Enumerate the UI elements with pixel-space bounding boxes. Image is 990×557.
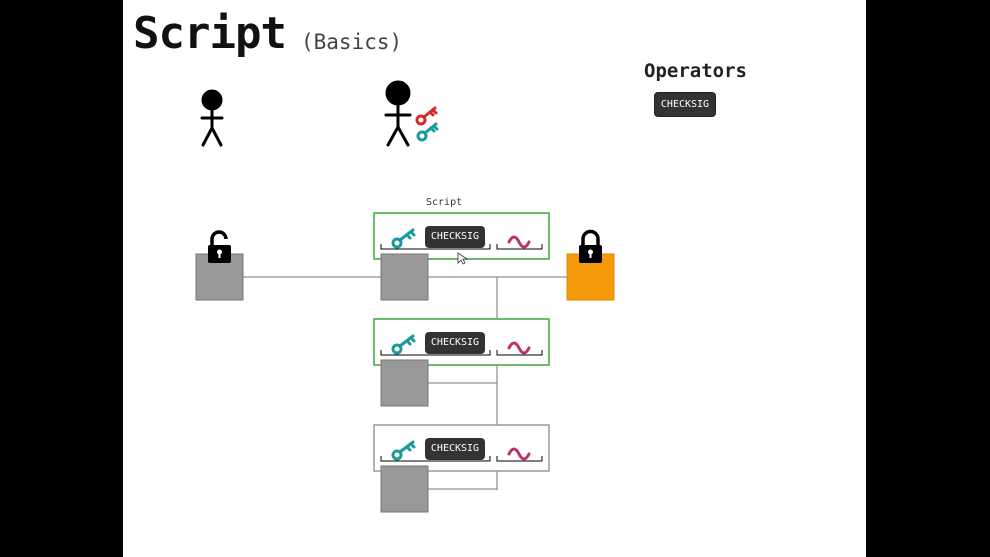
script-row-3-checksig-chip[interactable]: CHECKSIG [425, 438, 485, 460]
signature-icon [507, 447, 531, 461]
script-diagram [195, 80, 615, 513]
script-row-1 [373, 212, 550, 301]
signature-icon [507, 341, 531, 355]
operator-checksig-chip[interactable]: CHECKSIG [654, 92, 716, 117]
public-key-icon [391, 440, 416, 461]
person-1-icon [200, 89, 224, 147]
operators-heading: Operators [644, 60, 747, 82]
script-row-3-stack-box [380, 465, 429, 513]
script-row-2 [373, 318, 550, 407]
script-row-2-stack-box [380, 359, 429, 407]
mouse-cursor-icon [457, 252, 469, 265]
public-key-icon [391, 334, 416, 355]
public-key-icon [416, 122, 439, 142]
script-row-1-checksig-chip[interactable]: CHECKSIG [425, 226, 485, 248]
locked-padlock-icon [579, 229, 602, 263]
slide: Script (Basics) Operators CHECKSIG [123, 0, 866, 557]
unlocked-padlock-icon [208, 230, 231, 263]
signature-icon [507, 235, 531, 249]
person-2-icon [384, 80, 412, 147]
script-label: Script [426, 197, 463, 208]
private-key-icon [415, 106, 438, 126]
public-key-icon [391, 228, 416, 249]
page-subtitle: (Basics) [301, 30, 403, 54]
page-title: Script [133, 8, 287, 59]
script-row-2-checksig-chip[interactable]: CHECKSIG [425, 332, 485, 354]
script-row-1-stack-box [380, 253, 429, 301]
